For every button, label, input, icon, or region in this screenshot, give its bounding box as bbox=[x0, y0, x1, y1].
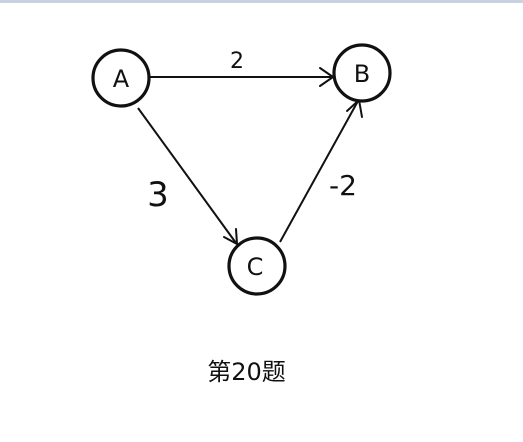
top-border-strip bbox=[0, 0, 523, 3]
node-a-label: A bbox=[113, 65, 130, 93]
edge-a-c-line bbox=[137, 107, 237, 244]
edge-a-c-arrow bbox=[223, 228, 238, 245]
node-a-circle bbox=[91, 48, 151, 108]
edge-c-b: -2 bbox=[279, 99, 363, 243]
node-b-circle bbox=[332, 43, 392, 103]
node-b-label: B bbox=[354, 60, 370, 88]
node-b: B bbox=[332, 43, 392, 103]
node-c: C bbox=[227, 236, 287, 296]
node-c-circle bbox=[227, 236, 287, 296]
node-c-label: C bbox=[247, 253, 264, 281]
edge-a-b: 2 bbox=[148, 49, 334, 87]
figure-caption: 第20题 bbox=[0, 352, 523, 387]
node-a: A bbox=[91, 48, 151, 108]
figure-caption-text: 第20题 bbox=[207, 358, 286, 386]
edge-a-c-weight: 3 bbox=[147, 175, 169, 215]
edge-c-b-weight: -2 bbox=[329, 169, 357, 202]
edge-c-b-line bbox=[279, 100, 359, 243]
edge-a-c: 3 bbox=[137, 107, 238, 245]
edge-a-b-weight: 2 bbox=[230, 49, 244, 74]
